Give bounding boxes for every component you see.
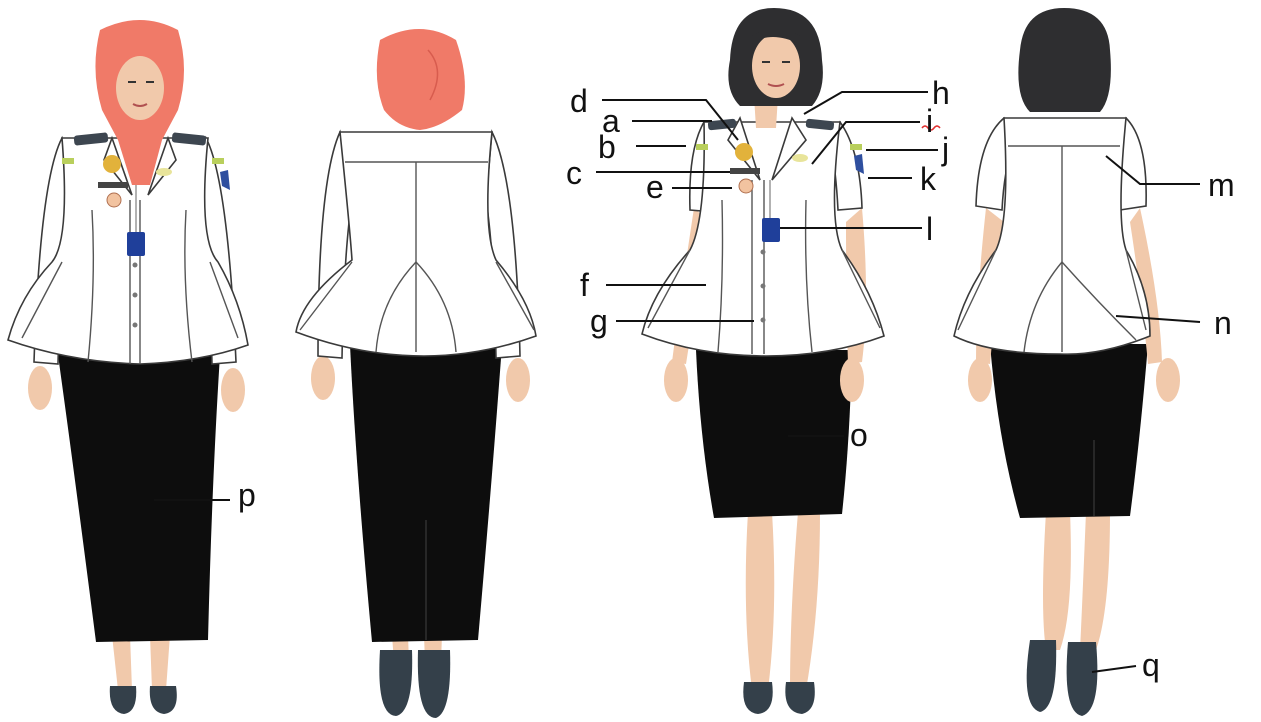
label-q: q [1142, 647, 1160, 683]
figure-hijab-front [8, 20, 248, 714]
shoes [743, 682, 815, 714]
skirt [58, 355, 220, 642]
label-k: k [920, 161, 937, 197]
face [752, 34, 800, 98]
hair [1018, 8, 1111, 112]
shoes [1027, 640, 1098, 716]
label-b: b [598, 129, 616, 165]
label-g: g [590, 303, 608, 339]
skirt [990, 344, 1148, 518]
label-h: h [932, 75, 950, 111]
figure-hair-front [642, 8, 884, 714]
label-f: f [580, 267, 589, 303]
label-o: o [850, 417, 868, 453]
label-d: d [570, 83, 588, 119]
skirt [696, 350, 852, 518]
label-c: c [566, 155, 582, 191]
figure-hair-back [954, 8, 1180, 716]
legs [112, 635, 170, 690]
label-i: i [926, 103, 933, 139]
hijab [377, 29, 465, 130]
id-card [127, 232, 145, 256]
shoes [379, 650, 450, 718]
id-card [762, 218, 780, 242]
label-m: m [1208, 167, 1235, 203]
label-j: j [941, 131, 949, 167]
label-l: l [926, 211, 933, 247]
label-p: p [238, 477, 256, 513]
label-e: e [646, 169, 664, 205]
shoes [110, 686, 177, 714]
figure-hijab-back [296, 29, 536, 718]
label-n: n [1214, 305, 1232, 341]
face [116, 56, 164, 120]
